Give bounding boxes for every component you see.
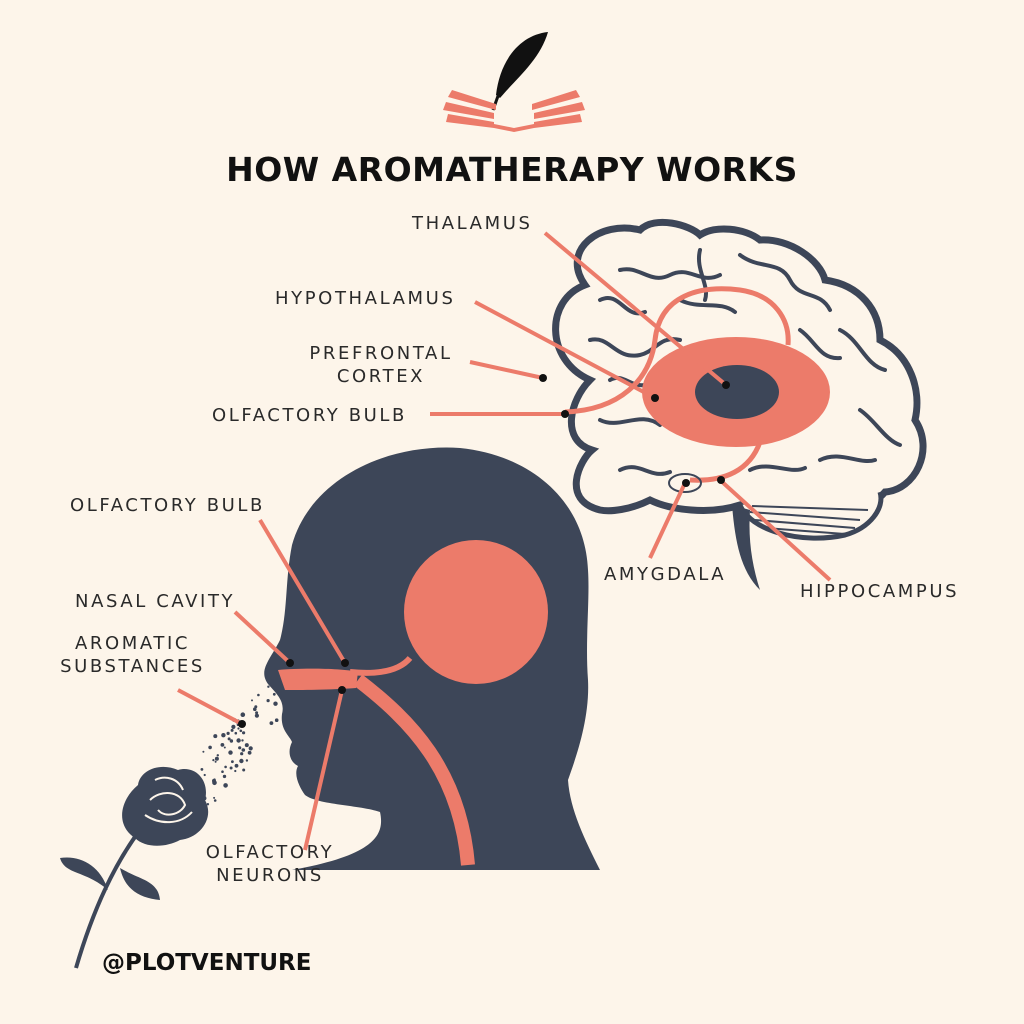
scent-particle (239, 758, 244, 764)
scent-particle (231, 760, 234, 764)
scent-particle (231, 724, 236, 730)
scent-particle (248, 746, 253, 751)
scent-particle (266, 699, 270, 703)
label-prefrontal-line2: CORTEX (336, 366, 426, 387)
scent-particle (223, 783, 228, 788)
label-hypothalamus: HYPOTHALAMUS (275, 288, 456, 309)
scent-particle (213, 796, 216, 799)
scent-particle (229, 739, 234, 743)
scent-particle (242, 731, 246, 735)
leader-lines (177, 231, 832, 851)
scent-particle (273, 701, 278, 706)
scent-particle (222, 774, 227, 779)
brain-region-head (404, 540, 548, 684)
amygdala-region (668, 473, 702, 493)
page-title: HOW AROMATHERAPY WORKS (226, 150, 798, 189)
nasal-passage (278, 668, 358, 690)
scent-particle (254, 713, 259, 718)
label-hippocampus: HIPPOCAMPUS (800, 581, 960, 602)
scent-particle (228, 750, 233, 755)
scent-particle (272, 692, 276, 696)
head-illustration (264, 447, 600, 870)
label-neurons-line2: NEURONS (216, 865, 324, 886)
scent-particle (223, 746, 226, 749)
label-prefrontal-cortex: PREFRONTAL CORTEX (297, 342, 465, 388)
scent-particle (203, 773, 206, 777)
label-olfactory-bulb-head: OLFACTORY BULB (70, 495, 265, 516)
scent-particle (230, 728, 234, 732)
olfactory-nerve-path (349, 655, 413, 676)
throat-path (353, 674, 475, 866)
label-olfactory-neurons: OLFACTORY NEURONS (190, 841, 350, 887)
scent-particle (237, 727, 240, 730)
scent-particle (227, 737, 231, 741)
scent-particle (241, 748, 246, 752)
scent-particle (212, 780, 217, 786)
scent-particle (214, 760, 217, 763)
scent-particle (221, 770, 224, 773)
scent-particle (214, 756, 219, 761)
scent-particle (224, 765, 227, 769)
scent-particle (213, 734, 218, 739)
scent-particle (226, 731, 230, 736)
scent-particle (267, 685, 270, 688)
scent-particle (212, 759, 215, 762)
scent-particle (269, 721, 274, 725)
scent-particle (270, 676, 274, 680)
label-nasal-cavity: NASAL CAVITY (75, 591, 236, 612)
scent-particle (202, 750, 205, 753)
scent-particle (242, 768, 246, 772)
label-amygdala: AMYGDALA (604, 564, 727, 585)
label-prefrontal-line1: PREFRONTAL (309, 343, 453, 364)
thalamus-region (695, 365, 779, 419)
scent-particle (206, 803, 210, 806)
scent-particle (213, 799, 217, 802)
book-quill-icon (443, 32, 585, 132)
scent-particle (200, 768, 204, 771)
scent-particle (240, 752, 244, 756)
scent-particle (244, 743, 249, 748)
scent-particle (236, 738, 241, 743)
label-aromatic-line2: SUBSTANCES (60, 656, 205, 677)
scent-particle (208, 745, 212, 750)
label-aromatic-line1: AROMATIC (74, 633, 191, 654)
rose-icon (60, 766, 209, 969)
scent-particle (245, 759, 249, 762)
scent-particle (251, 699, 253, 702)
marker-dots (238, 374, 730, 728)
scent-particles-icon (193, 676, 279, 806)
scent-particle (229, 766, 233, 770)
label-olfactory-bulb-brain: OLFACTORY BULB (212, 405, 407, 426)
scent-particle (240, 712, 246, 717)
label-aromatic-substances: AROMATIC SUBSTANCES (50, 632, 215, 678)
scent-particle (220, 743, 225, 747)
scent-particle (234, 763, 239, 768)
scent-particle (247, 750, 252, 755)
scent-particle (274, 718, 279, 722)
olfactory-tract-brain (564, 286, 791, 415)
scent-particle (221, 733, 226, 738)
brain-illustration (552, 218, 927, 590)
scent-particle (241, 739, 244, 742)
scent-particle (255, 711, 259, 715)
label-neurons-line1: OLFACTORY (205, 842, 335, 863)
scent-particle (239, 729, 243, 733)
scent-particle (257, 693, 260, 697)
scent-particle (253, 707, 257, 711)
scent-particle (216, 754, 219, 757)
label-thalamus: THALAMUS (412, 213, 533, 234)
brand-handle: @PLOTVENTURE (102, 950, 312, 976)
scent-particle (238, 746, 242, 750)
scent-particle (234, 731, 238, 735)
scent-particle (234, 769, 237, 773)
